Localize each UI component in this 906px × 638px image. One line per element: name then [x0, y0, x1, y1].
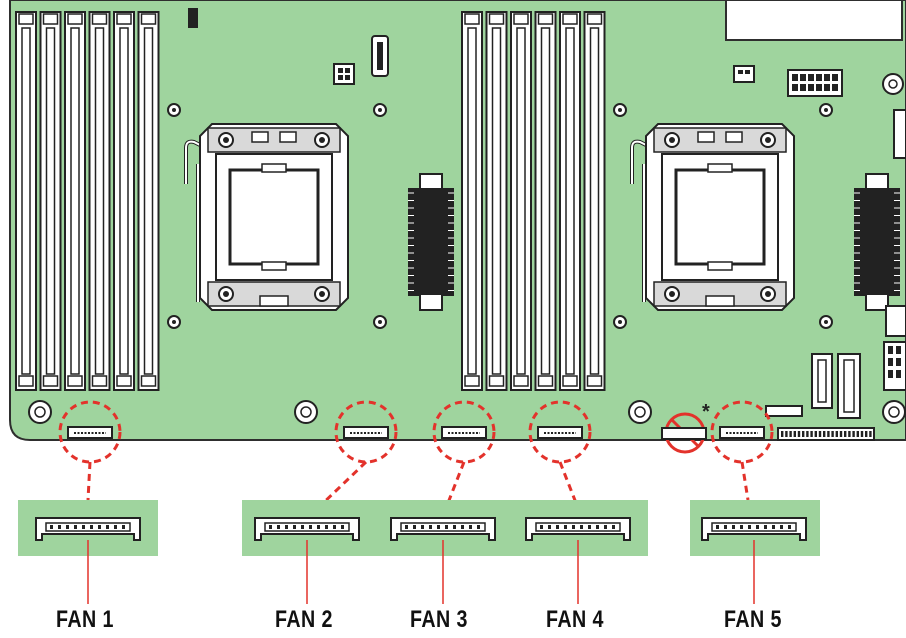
- dimm-slot: [583, 11, 606, 391]
- highlight-circle: [334, 400, 398, 464]
- cpu-chip: [674, 168, 766, 266]
- dimm-slot: [39, 11, 62, 391]
- dimm-slot: [510, 11, 532, 391]
- fan-1-label: FAN 1: [56, 606, 114, 633]
- fan-4-label: FAN 4: [546, 606, 604, 633]
- header-small: [765, 405, 803, 417]
- leader-line: [740, 461, 750, 501]
- sata-connector: [371, 35, 389, 77]
- dimm-slot: [137, 11, 160, 391]
- dimm-slot: [485, 11, 508, 391]
- asterisk-note: *: [702, 401, 710, 423]
- mount-hole: [882, 73, 904, 95]
- header-right-top: [893, 109, 906, 159]
- cpu-socket-1: [184, 123, 349, 311]
- connector-top-small: [188, 8, 198, 28]
- header-vertical-1: [811, 353, 833, 409]
- highlight-circle: [528, 400, 592, 464]
- board-screws: [28, 103, 906, 424]
- fan-5-label: FAN 5: [724, 606, 782, 633]
- highlight-circle: [432, 400, 496, 464]
- header-vertical-2: [837, 353, 861, 419]
- mount-hole: [628, 400, 652, 424]
- fan-connector-panels: [18, 500, 820, 556]
- fan-2-label: FAN 2: [275, 606, 333, 633]
- dimm-slot: [113, 11, 135, 391]
- board-cutout: [725, 0, 903, 41]
- highlight-circle: [710, 400, 774, 464]
- mount-hole: [888, 79, 898, 89]
- dimm-slot: [15, 11, 37, 391]
- highlight-circle: [58, 400, 122, 464]
- dimm-slot: [64, 11, 86, 391]
- dimm-slot: [534, 11, 557, 391]
- power-connector-atx: [787, 69, 843, 97]
- dimm-slots-left: [15, 11, 160, 391]
- heatsink-middle: [408, 173, 454, 311]
- leader-line: [86, 461, 92, 501]
- fan-label-lines: [87, 540, 755, 604]
- cpu-socket-2: [630, 123, 795, 311]
- dimm-slot: [461, 11, 483, 391]
- fan-header-highlights: [58, 400, 774, 464]
- dimm-slot: [559, 11, 581, 391]
- dimm-slot: [88, 11, 111, 391]
- mount-hole: [294, 400, 318, 424]
- mount-hole: [882, 400, 906, 424]
- prohibited-circle-icon: [661, 412, 707, 454]
- header-right-block: [883, 341, 906, 391]
- dimm-slots-middle: [461, 11, 606, 391]
- power-connector-small-2: [733, 65, 755, 83]
- cpu-chip: [228, 168, 320, 266]
- power-connector-small: [333, 63, 355, 85]
- onboard-fan-headers: [67, 426, 765, 439]
- motherboard: [9, 0, 906, 441]
- heatsink-right: [854, 173, 900, 311]
- header-bottom-long: [777, 427, 875, 441]
- header-right-mid: [885, 305, 906, 337]
- fan-3-label: FAN 3: [410, 606, 468, 633]
- mount-hole: [28, 400, 52, 424]
